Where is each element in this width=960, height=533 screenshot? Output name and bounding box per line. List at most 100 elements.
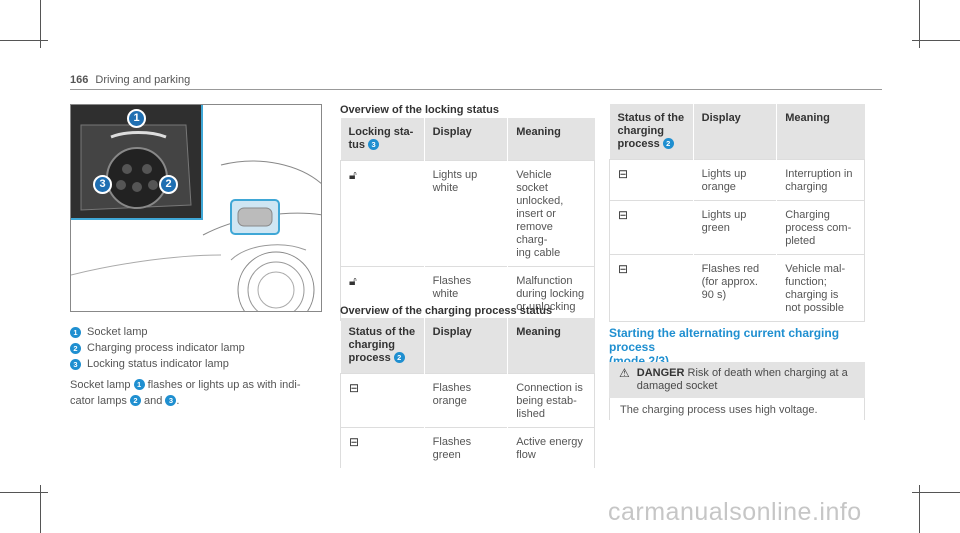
page-header: 166 Driving and parking [70,74,190,86]
legend-text: Locking status indicator lamp [87,358,229,370]
status-icon-cell: ⊟ [340,427,425,468]
battery-icon: ⊟ [349,381,360,395]
warning-triangle-icon: ⚠ [619,366,630,380]
table-row: ⊟ Flashes green Active energy flow [340,427,595,468]
crop-mark [919,0,920,48]
para-number: 1 [133,379,145,390]
charging-socket-illustration: 1 2 3 [70,104,322,312]
status-icon-cell: ⊟ [609,200,694,255]
display-cell: Flashes orange [423,373,508,428]
danger-text: Risk of death when charging at a damaged… [636,367,848,392]
legend-text: Socket lamp [87,326,148,338]
header-text: Status of the charging process [617,112,685,150]
crop-mark [0,40,48,41]
legend-paragraph: Socket lamp 1 flashes or lights up as wi… [70,377,322,409]
callout-3: 3 [93,175,112,194]
crop-mark [40,0,41,48]
car-rear-drawing [71,160,321,311]
charging-status-title: Overview of the charging process status [340,305,553,317]
header-number: 2 [662,138,674,149]
crop-mark [40,485,41,533]
display-cell: Lights up white [423,160,508,267]
para-text: flashes or lights up as with indi- [147,379,301,391]
lock-open-icon: 🔓︎ [349,274,357,288]
display-cell: Flashes green [423,427,508,468]
danger-body: The charging process uses high voltage. [609,398,865,420]
battery-icon: ⊟ [349,435,360,449]
display-cell: Flashes white [423,266,508,321]
danger-bar: ⚠ DANGER Risk of death when charging at … [609,362,865,398]
title-line: Starting the alternating current chargin… [609,326,840,354]
header-text: Status of the charging process [348,326,416,364]
danger-label: DANGER [636,367,685,379]
header-text: Locking sta- [348,126,414,138]
page-number: 166 [70,74,89,86]
meaning-cell: Connection is being estab- lished [507,373,595,428]
meaning-cell: Vehicle mal- function; charging is not p… [776,254,865,322]
watermark: carmanualsonline.info [608,498,862,526]
table-row: ⊟ Lights up green Charging process com- … [609,200,865,255]
legend-number: 2 [70,342,81,354]
status-icon-cell: ⊟ [609,254,694,322]
col-header-status: Locking sta-tus 3 [340,118,425,161]
crop-mark [0,492,48,493]
col-header-meaning: Meaning [507,118,595,161]
col-header-display: Display [692,104,777,160]
table-row: 🔓︎ Flashes white Malfunction during lock… [340,266,595,321]
para-text: Socket lamp [70,379,131,391]
header-number: 3 [368,139,380,150]
table-row: ⊟ Lights up orange Interruption in charg… [609,159,865,201]
para-text: and [143,395,163,407]
legend-item: 2 Charging process indicator lamp [70,340,322,356]
crop-mark [912,40,960,41]
battery-icon: ⊟ [618,262,629,276]
table-header-row: Locking sta-tus 3 Display Meaning [340,118,595,161]
section-title: Driving and parking [95,74,191,86]
battery-icon: ⊟ [618,167,629,181]
danger-text-wrap: DANGER Risk of death when charging at a … [637,367,855,393]
table-row: ⊟ Flashes red (for approx. 90 s) Vehicle… [609,254,865,322]
status-icon-cell: ⊟ [340,373,425,428]
legend-item: 1 Socket lamp [70,324,322,340]
legend-item: 3 Locking status indicator lamp [70,356,322,372]
status-icon-cell: 🔓︎ [340,266,425,321]
display-cell: Lights up orange [692,159,777,201]
col-header-status: Status of the charging process 2 [340,318,425,374]
display-cell: Lights up green [692,200,777,255]
charging-status-table: Status of the charging process 2 Display… [340,318,595,468]
meaning-cell: Active energy flow [507,427,595,468]
table-row: ⊟ Flashes orange Connection is being est… [340,373,595,428]
crop-mark [912,492,960,493]
meaning-cell: Vehicle socket unlocked, insert or remov… [507,160,595,267]
table-row: 🔓︎ Lights up white Vehicle socket unlock… [340,160,595,267]
legend-number: 1 [70,326,81,338]
para-number: 3 [165,395,177,406]
meaning-cell: Interruption in charging [776,159,865,201]
lock-open-icon: 🔓︎ [349,168,357,182]
status-icon-cell: ⊟ [609,159,694,201]
crop-mark [919,485,920,533]
danger-warning: ⚠ DANGER Risk of death when charging at … [609,362,865,420]
legend-number: 3 [70,358,81,370]
table-header-row: Status of the charging process 2 Display… [609,104,865,160]
display-cell: Flashes red (for approx. 90 s) [692,254,777,322]
status-icon-cell: 🔓︎ [340,160,425,267]
col-header-display: Display [423,318,508,374]
col-header-meaning: Meaning [776,104,865,160]
header-text: tus [348,139,366,151]
locking-status-table: Locking sta-tus 3 Display Meaning 🔓︎ Lig… [340,118,595,321]
para-number: 2 [129,395,141,406]
legend-text: Charging process indicator lamp [87,342,245,354]
col-header-status: Status of the charging process 2 [609,104,694,160]
battery-icon: ⊟ [618,208,629,222]
meaning-cell: Charging process com- pleted [776,200,865,255]
col-header-display: Display [423,118,508,161]
para-text: cator lamps [70,395,127,407]
col-header-meaning: Meaning [507,318,595,374]
para-text: . [176,395,180,407]
callout-2: 2 [159,175,178,194]
header-number: 2 [393,352,405,363]
table-header-row: Status of the charging process 2 Display… [340,318,595,374]
header-rule [70,89,882,90]
charging-status-table-continued: Status of the charging process 2 Display… [609,104,865,322]
